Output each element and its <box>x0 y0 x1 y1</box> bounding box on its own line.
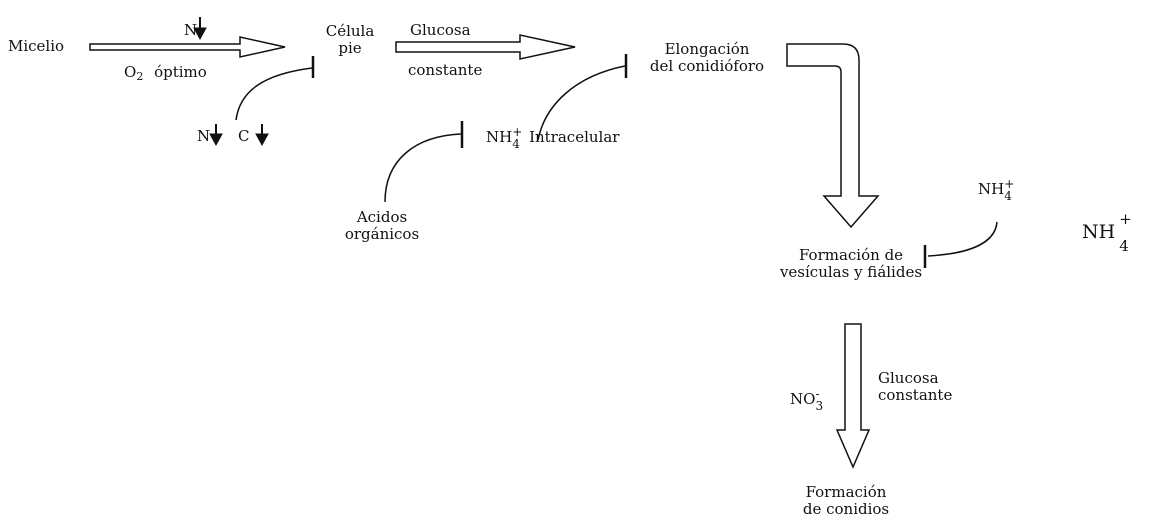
arrow-vesiculas-to-conidios <box>835 323 871 469</box>
node-acidos-line2: orgánicos <box>344 225 420 244</box>
label-c-low: C <box>238 127 250 145</box>
label-nh4-intra-sub: 4 <box>512 137 520 151</box>
label-o2-sub: 2 <box>136 70 144 83</box>
inhibit-nh4-to-vesiculas <box>927 221 998 257</box>
node-celula-line2: pie <box>338 39 362 58</box>
node-elongacion-line2: del conidióforo <box>649 57 765 76</box>
node-acidos-organicos: Acidos orgánicos <box>327 208 437 244</box>
label-no3: NO-3 <box>790 388 823 412</box>
node-elongacion-line1: Elongación <box>664 40 750 58</box>
label-nh4-right-charge: +4 <box>1004 178 1014 202</box>
label-nh4-far-sup: + <box>1119 210 1132 228</box>
n-decrease-arrow-low-head <box>209 133 223 147</box>
arrow-micelio-to-celula <box>89 36 286 58</box>
label-nh4-right: NH+4 <box>978 178 1014 202</box>
label-nh4-right-sub: 4 <box>1004 189 1012 203</box>
label-o2-optimo: O2 óptimo <box>124 63 207 84</box>
node-vesiculas-line1: Formación de <box>798 246 904 264</box>
label-o2: O <box>124 63 137 81</box>
node-conidios-line2: de conidios <box>802 500 890 519</box>
node-vesiculas-fialides: Formación de vesículas y fiálides <box>758 246 944 282</box>
label-nh4-intra-base: NH <box>486 128 513 146</box>
node-conidios-line1: Formación <box>805 483 887 501</box>
node-elongacion: Elongación del conidióforo <box>636 40 778 76</box>
node-acidos-line1: Acidos <box>356 208 408 226</box>
label-glucosa-constante-2: Glucosa constante <box>878 369 953 405</box>
label-constante-1: constante <box>408 61 483 79</box>
label-intracelular: Intracelular <box>529 128 620 146</box>
inhibit-nc-to-celula <box>235 67 313 121</box>
c-decrease-arrow-head <box>255 133 269 147</box>
label-nh4-far-base: NH <box>1082 221 1116 243</box>
label-nh4-far-sub: 4 <box>1119 237 1129 255</box>
node-celula-line1: Célula <box>325 22 375 40</box>
n-decrease-arrow-top-head <box>193 27 207 41</box>
label-no3-sup: - <box>815 387 820 401</box>
label-nh4-far: NH+4 <box>1082 212 1132 254</box>
label-constante-2: constante <box>878 386 953 405</box>
label-n-top: N <box>184 21 198 39</box>
arrow-elongacion-to-vesiculas <box>786 43 880 229</box>
label-nh4-intra-charge: +4 <box>512 126 522 150</box>
label-no3-charge: -3 <box>815 388 823 412</box>
label-n-low: N <box>197 127 211 145</box>
node-micelio: Micelio <box>8 37 65 55</box>
label-optimo: óptimo <box>154 63 207 81</box>
label-glucosa-1: Glucosa <box>410 21 471 39</box>
node-vesiculas-line2: vesículas y fiálides <box>779 263 923 282</box>
inhibit-nh4-to-elongacion <box>537 65 626 141</box>
node-conidios: Formación de conidios <box>786 483 906 519</box>
node-celula-pie: Célula pie <box>318 22 382 58</box>
label-nh4-far-charge: +4 <box>1119 212 1132 254</box>
label-nh4-intracelular: NH+4 Intracelular <box>486 126 619 150</box>
label-nh4-intra-sup: + <box>512 125 523 139</box>
label-nh4-right-sup: + <box>1004 177 1015 191</box>
label-no3-sub: 3 <box>815 399 824 413</box>
label-glucosa-2: Glucosa <box>878 369 939 387</box>
label-nh4-right-base: NH <box>978 180 1005 198</box>
inhibit-acidos-to-nh4 <box>384 133 462 203</box>
label-no3-base: NO <box>790 390 816 408</box>
arrow-celula-to-elongacion <box>395 34 576 60</box>
